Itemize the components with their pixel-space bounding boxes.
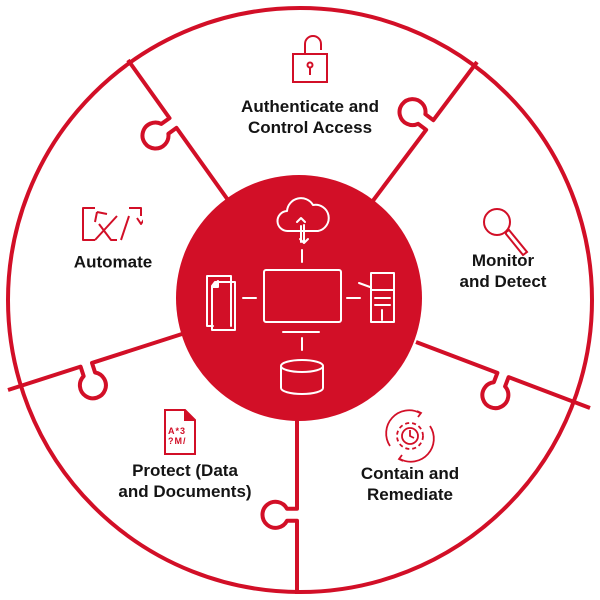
label-line: Monitor bbox=[471, 251, 535, 270]
magnifier-icon bbox=[483, 208, 529, 257]
puzzle-dividers bbox=[7, 58, 591, 594]
documents-icon bbox=[206, 275, 257, 331]
puzzle-divider-1 bbox=[126, 58, 230, 202]
label-line: Control Access bbox=[247, 118, 373, 137]
monitor-icon bbox=[263, 269, 342, 351]
cloud-sync-icon bbox=[276, 197, 330, 263]
outer-ring bbox=[6, 6, 594, 594]
label-line: Authenticate and bbox=[241, 97, 379, 116]
puzzle-divider-5 bbox=[7, 332, 183, 401]
label-line: Protect (Data bbox=[132, 461, 238, 480]
segment-label-monitor: Monitor and Detect bbox=[460, 250, 547, 292]
encrypted-text: A*3 ?M/ bbox=[168, 426, 187, 446]
gear-cycle-icon bbox=[385, 409, 435, 463]
segment-label-automate: Automate bbox=[74, 252, 152, 273]
label-line: and Documents) bbox=[118, 482, 252, 501]
document-outline-icon bbox=[164, 409, 196, 455]
label-line: Remediate bbox=[367, 485, 453, 504]
label-line: and Detect bbox=[459, 272, 547, 291]
automation-arrows-icon bbox=[82, 207, 143, 241]
segment-label-authenticate: Authenticate and Control Access bbox=[241, 96, 379, 138]
label-line: Automate bbox=[73, 252, 153, 272]
puzzle-divider-3 bbox=[415, 340, 591, 411]
segment-label-contain: Contain and Remediate bbox=[361, 463, 459, 505]
puzzle-divider-4 bbox=[260, 418, 299, 594]
hub-circle bbox=[176, 175, 422, 421]
encrypted-text-row: A*3 bbox=[168, 426, 187, 436]
database-icon bbox=[280, 359, 324, 395]
puzzle-divider-2 bbox=[370, 60, 479, 204]
label-line: Contain and bbox=[360, 464, 460, 483]
encrypted-text-row: ?M/ bbox=[168, 436, 187, 446]
padlock-open-icon bbox=[292, 35, 328, 83]
segment-label-protect: Protect (Data and Documents) bbox=[118, 460, 251, 502]
printer-icon bbox=[346, 272, 395, 323]
encrypted-document-icon: A*3 ?M/ bbox=[164, 409, 196, 455]
